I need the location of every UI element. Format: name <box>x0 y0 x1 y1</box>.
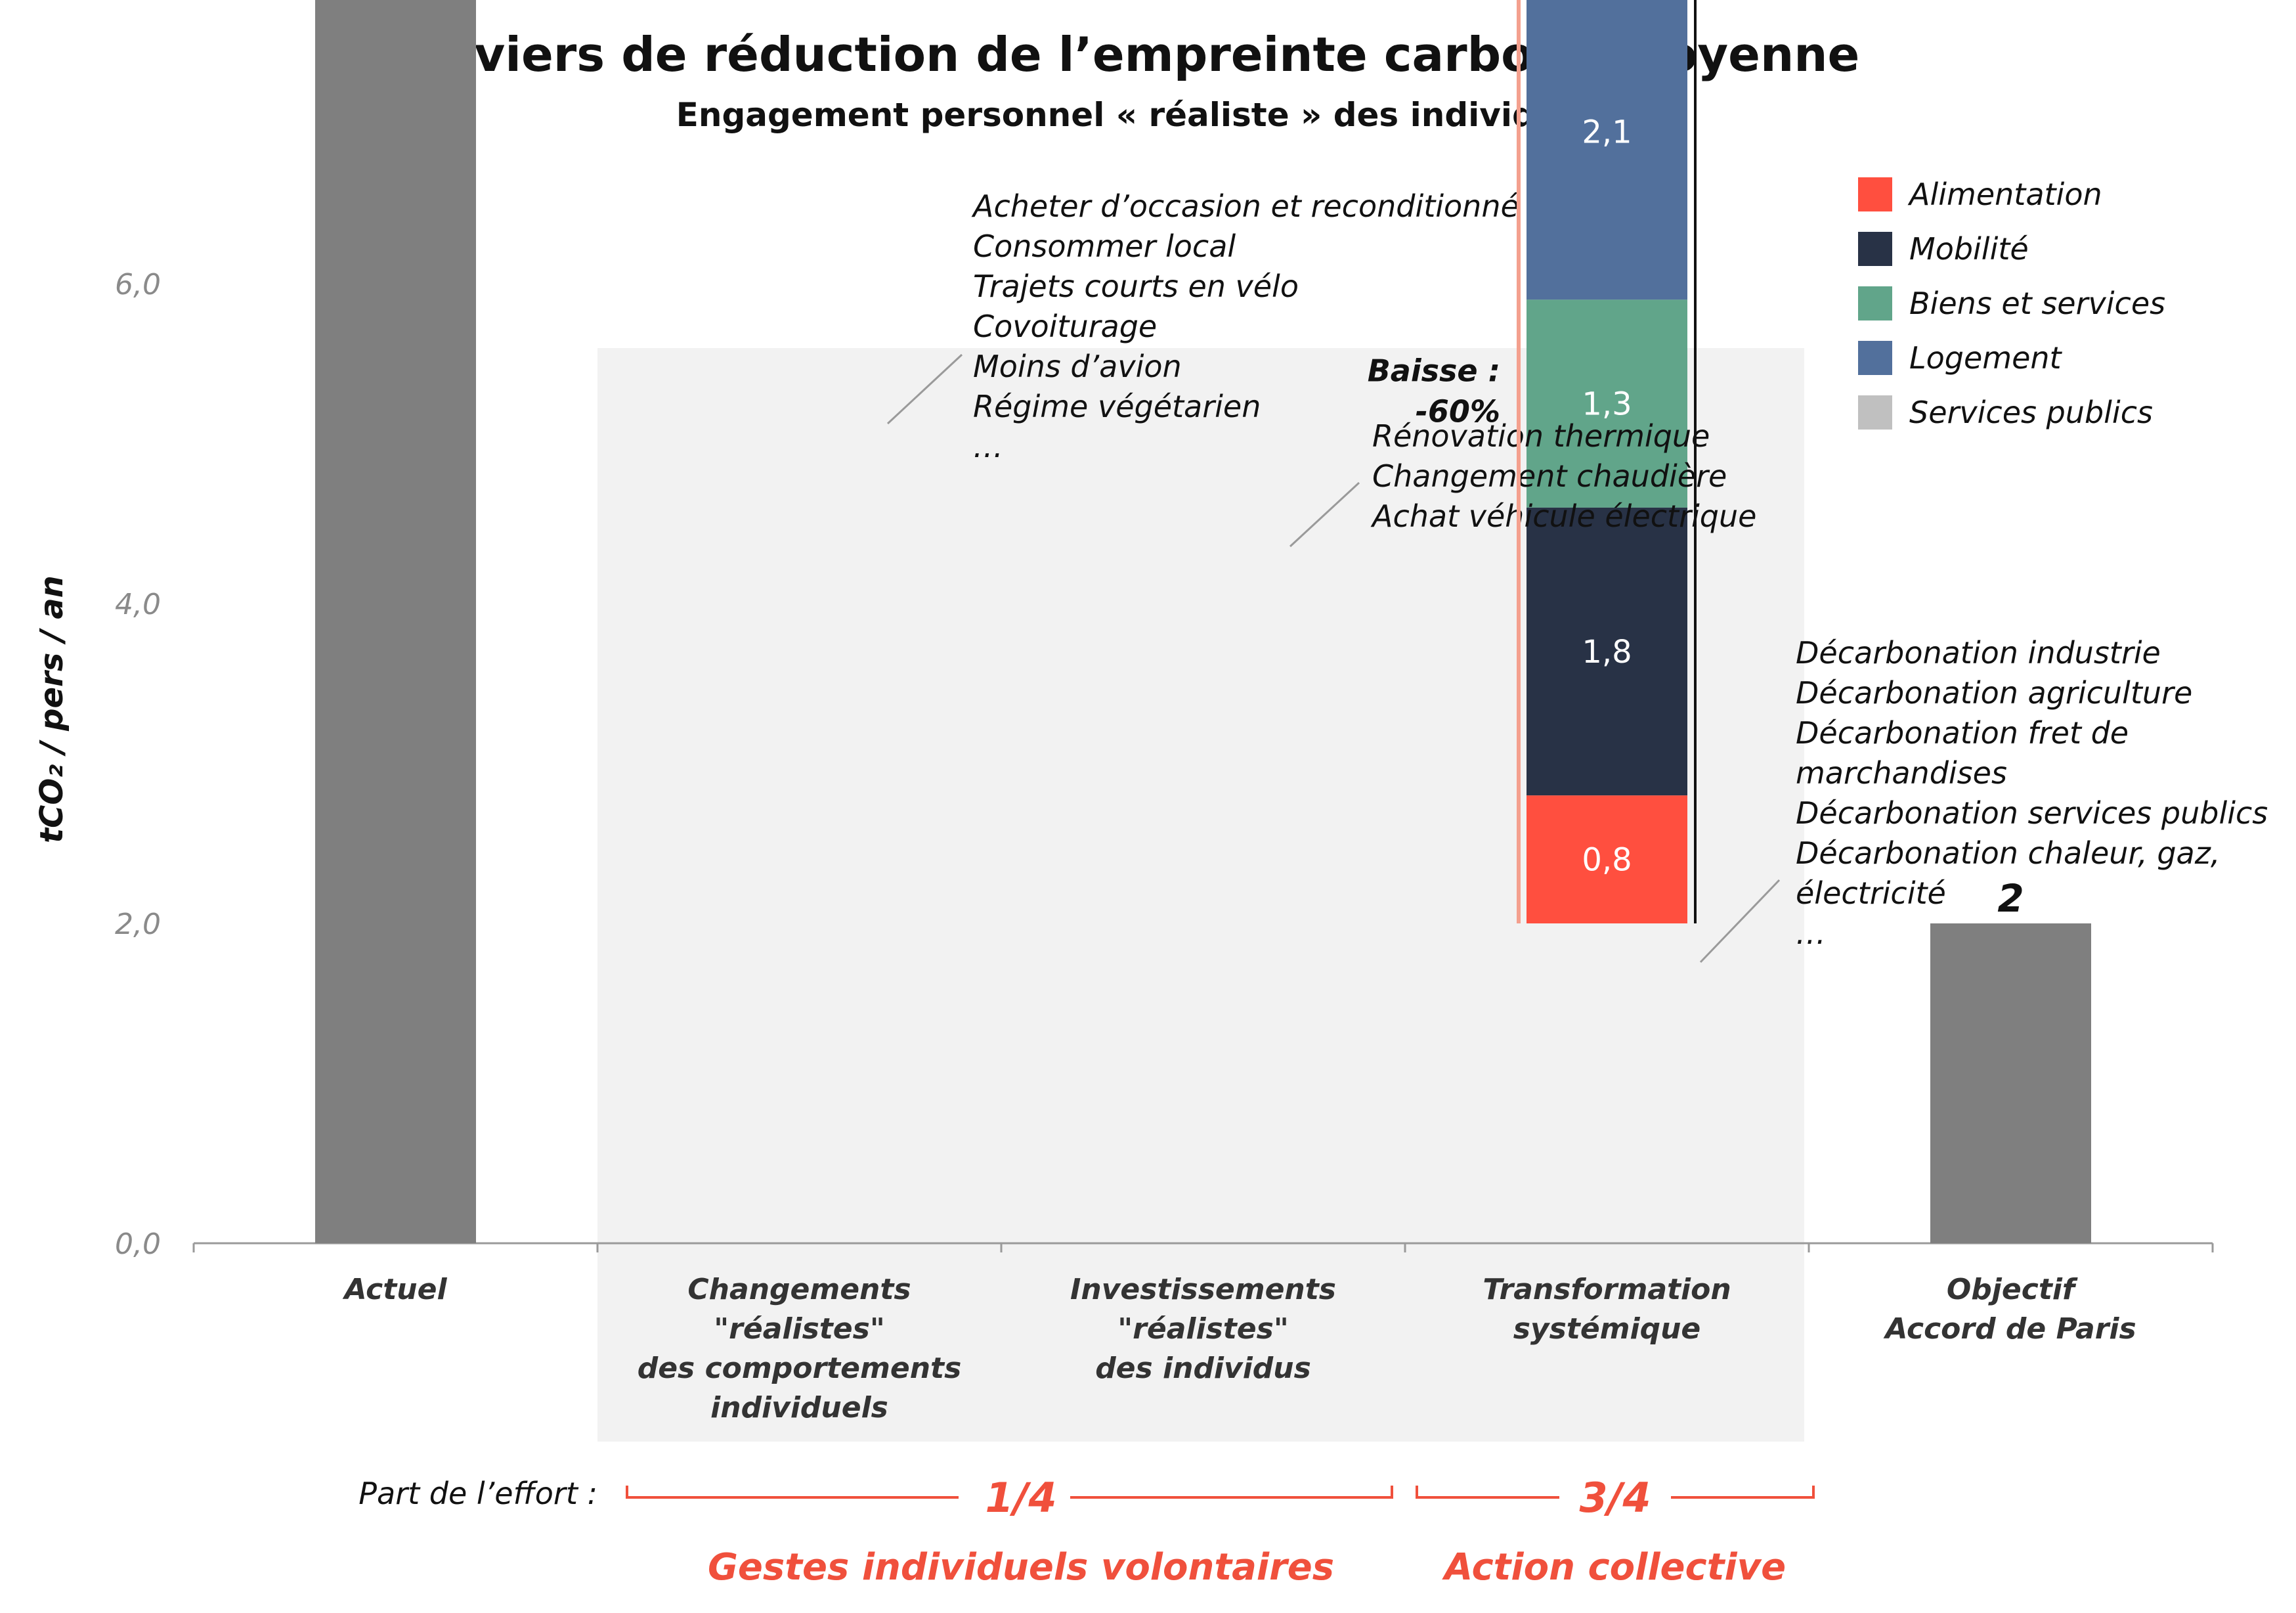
note-line: … <box>973 429 1003 464</box>
effort-bracket-individual <box>626 1486 1393 1499</box>
category-label-line: "réalistes" <box>714 1312 885 1346</box>
effort-collective-fraction: 3/4 <box>1580 1474 1651 1522</box>
step-segment <box>1527 795 1687 923</box>
note-line: Acheter d’occasion et reconditionné <box>971 188 1519 224</box>
note-line: Décarbonation industrie <box>1796 635 2161 671</box>
bars: 10,820,20,40,60,60,40,72,11,31,80,8 <box>315 0 2091 1244</box>
total-bar <box>1930 923 2091 1243</box>
effort-collective-caption: Action collective <box>1442 1546 1786 1589</box>
category-label-line: Objectif <box>1947 1273 2078 1306</box>
segment-value-label: 0,8 <box>1582 842 1632 879</box>
category-label-line: "réalistes" <box>1117 1312 1289 1346</box>
effort-individual-fraction: 1/4 <box>986 1474 1057 1522</box>
note-leader-line <box>1699 879 1781 963</box>
legend-swatch <box>1858 341 1892 375</box>
segment-value-label: 1,3 <box>1582 386 1632 423</box>
reduction-percent: -60% <box>1416 393 1500 429</box>
note-line: Covoiturage <box>973 309 1157 344</box>
y-tick-label: 0,0 <box>115 1227 161 1261</box>
category-label-line: des individus <box>1095 1352 1311 1385</box>
note-line: Décarbonation agriculture <box>1796 675 2192 711</box>
legend-label: Biens et services <box>1909 286 2165 321</box>
note-line: … <box>1796 916 1826 951</box>
category-label-line: Transformation <box>1483 1273 1731 1306</box>
annotations: Baisse :-10%Acheter d’occasion et recond… <box>886 0 2268 963</box>
category-label-line: Investissements <box>1070 1273 1336 1306</box>
note-line: marchandises <box>1796 755 2007 791</box>
chart-subtitle: Engagement personnel « réaliste » des in… <box>676 96 1596 134</box>
y-axis-label: tCO₂ / pers / an <box>33 575 70 843</box>
legend-label: Logement <box>1909 340 2063 376</box>
step-segment <box>1527 0 1687 300</box>
category-label-line: Changements <box>687 1273 911 1306</box>
category-label-line: Accord de Paris <box>1883 1312 2136 1346</box>
note-line: électricité <box>1796 875 1946 911</box>
segment-value-label: 2,1 <box>1582 114 1632 151</box>
legend-swatch <box>1858 232 1892 266</box>
y-tick-label: 6,0 <box>115 268 161 301</box>
effort-share: Part de l’effort : 1/4 3/4 Gestes indivi… <box>358 1474 1815 1589</box>
note-leader-line <box>1289 481 1360 548</box>
category-label-line: des comportements <box>638 1352 962 1385</box>
legend-label: Alimentation <box>1907 177 2102 212</box>
step-segment <box>1527 299 1687 508</box>
category-label-line: systémique <box>1513 1312 1701 1346</box>
effort-bracket-collective <box>1416 1486 1815 1499</box>
category-labels: Actuel Changements "réalistes" des comporte… <box>342 1273 2136 1425</box>
y-tick-label: 2,0 <box>115 908 161 941</box>
note-leader-line <box>886 353 963 425</box>
y-tick-label: 4,0 <box>115 588 161 621</box>
note-line: Décarbonation services publics <box>1796 795 2268 831</box>
legend-label: Services publics <box>1909 395 2153 430</box>
reduction-label: Baisse : <box>1368 353 1500 388</box>
note-line: Changement chaudière <box>1372 458 1727 494</box>
legend-swatch <box>1858 286 1892 320</box>
effort-label: Part de l’effort : <box>358 1476 597 1511</box>
legend-swatch <box>1858 395 1892 430</box>
note-line: Trajets courts en vélo <box>973 269 1299 304</box>
note-line: Moins d’avion <box>973 349 1182 384</box>
step-segment <box>1527 507 1687 796</box>
category-label-line: individuels <box>710 1391 888 1425</box>
total-value-label: 2 <box>1997 876 2024 921</box>
note-line: Consommer local <box>973 229 1236 264</box>
note-line: Décarbonation fret de <box>1796 715 2129 751</box>
total-bar <box>315 0 476 1244</box>
note-line: Rénovation thermique <box>1372 418 1710 454</box>
category-label-line: Actuel <box>342 1273 447 1306</box>
segment-value-label: 1,8 <box>1582 634 1632 671</box>
effort-individual-caption: Gestes individuels volontaires <box>708 1546 1334 1589</box>
note-line: Décarbonation chaleur, gaz, <box>1796 835 2220 871</box>
note-line: Régime végétarien <box>973 389 1261 424</box>
legend-label: Mobilité <box>1909 231 2029 267</box>
legend-swatch <box>1858 177 1892 211</box>
note-line: Achat véhicule électrique <box>1370 498 1756 534</box>
y-axis: 0,02,04,06,08,010,012,0 <box>115 268 2214 1261</box>
